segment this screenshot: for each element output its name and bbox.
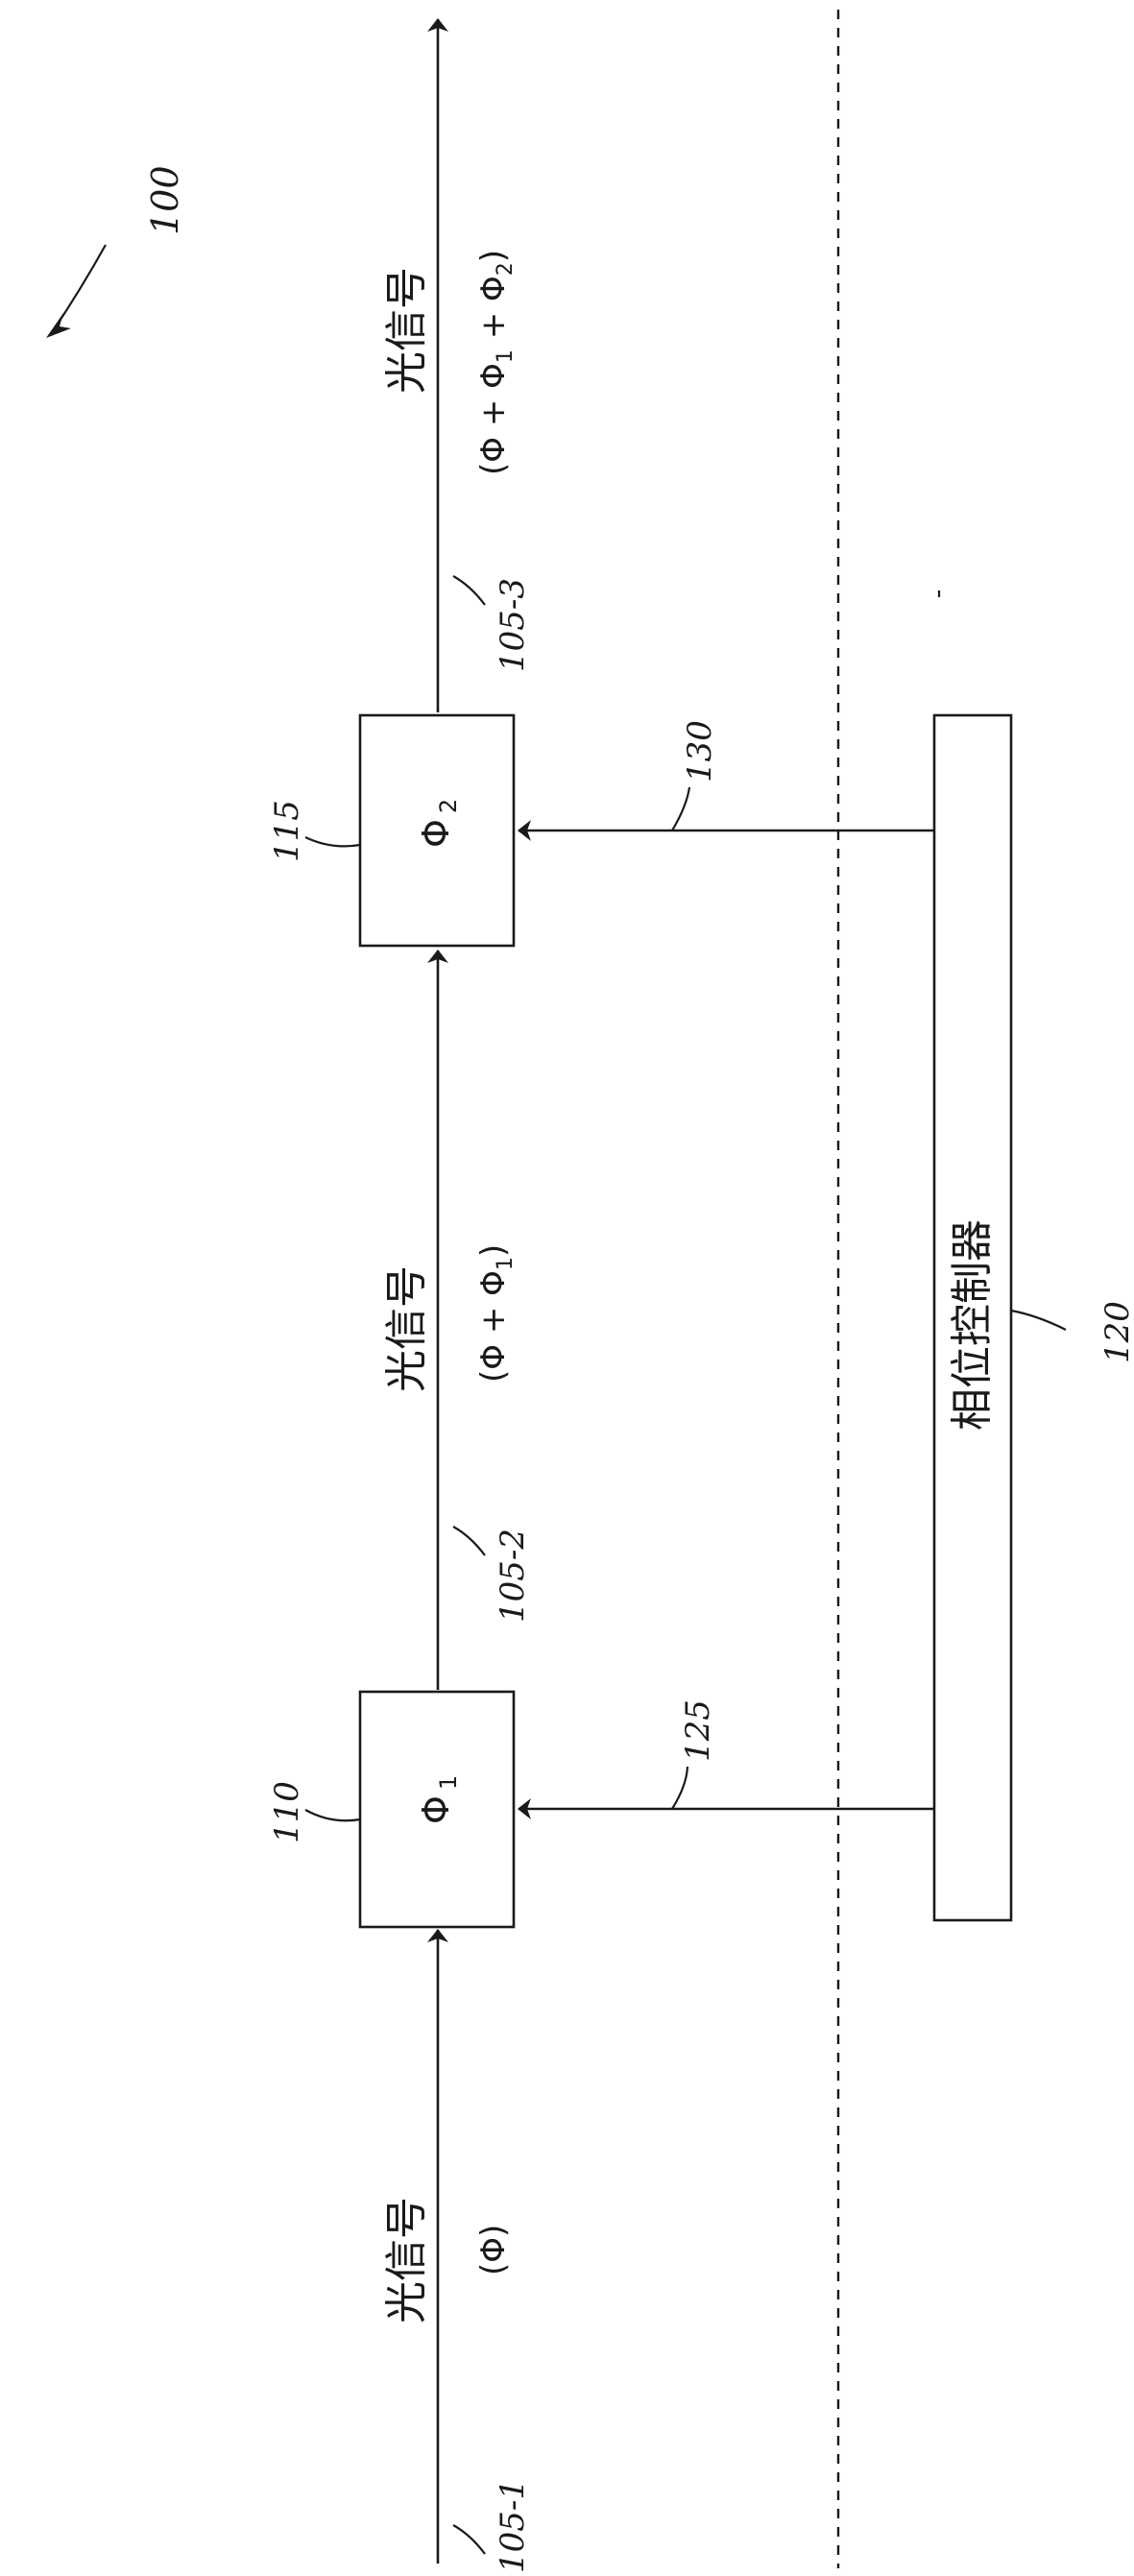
shifter-110-symbol: Φ1 [415, 1775, 462, 1824]
signal-1-ref: 105-1 [494, 2479, 532, 2573]
leader-120 [1010, 1309, 1067, 1331]
signal-2-label: 光信号 [382, 1265, 431, 1392]
control-line-125-ref: 125 [679, 1699, 717, 1762]
leader-105-1 [452, 2524, 486, 2555]
signal-3-label: 光信号 [382, 267, 431, 394]
signal-3-phase: (Φ + Φ1 + Φ2) [474, 250, 518, 475]
phase-shifter-110 [358, 1690, 516, 1929]
leader-130 [671, 786, 691, 831]
diagram-frame: 100 光信号 (Φ) 105-1 光信号 (Φ + Φ1) 105-2 光信号… [46, 10, 1134, 2573]
figure-ref-100: 100 [144, 165, 186, 235]
shifter-110-ref: 110 [268, 1781, 306, 1843]
phase-controller-box [932, 713, 1013, 1922]
signal-2-phase: (Φ + Φ1) [474, 1244, 518, 1383]
controller-ref: 120 [1098, 1301, 1134, 1363]
leader-110 [304, 1809, 361, 1822]
leader-105-2 [452, 1526, 486, 1556]
leader-125 [671, 1766, 689, 1810]
controller-label: 相位控制器 [948, 1219, 997, 1431]
signal-2-ref: 105-2 [494, 1529, 532, 1623]
phase-shifter-115 [358, 713, 516, 948]
signal-3-ref: 105-3 [494, 578, 532, 672]
control-line-130-ref: 130 [681, 720, 719, 782]
leader-115 [304, 836, 361, 848]
signal-1-phase: (Φ) [474, 2225, 513, 2275]
shifter-115-ref: 115 [268, 800, 306, 862]
signal-1-label: 光信号 [382, 2197, 431, 2323]
arrow-100-icon [46, 313, 71, 338]
shifter-115-symbol: Φ2 [415, 799, 462, 848]
leader-105-3 [452, 575, 486, 606]
